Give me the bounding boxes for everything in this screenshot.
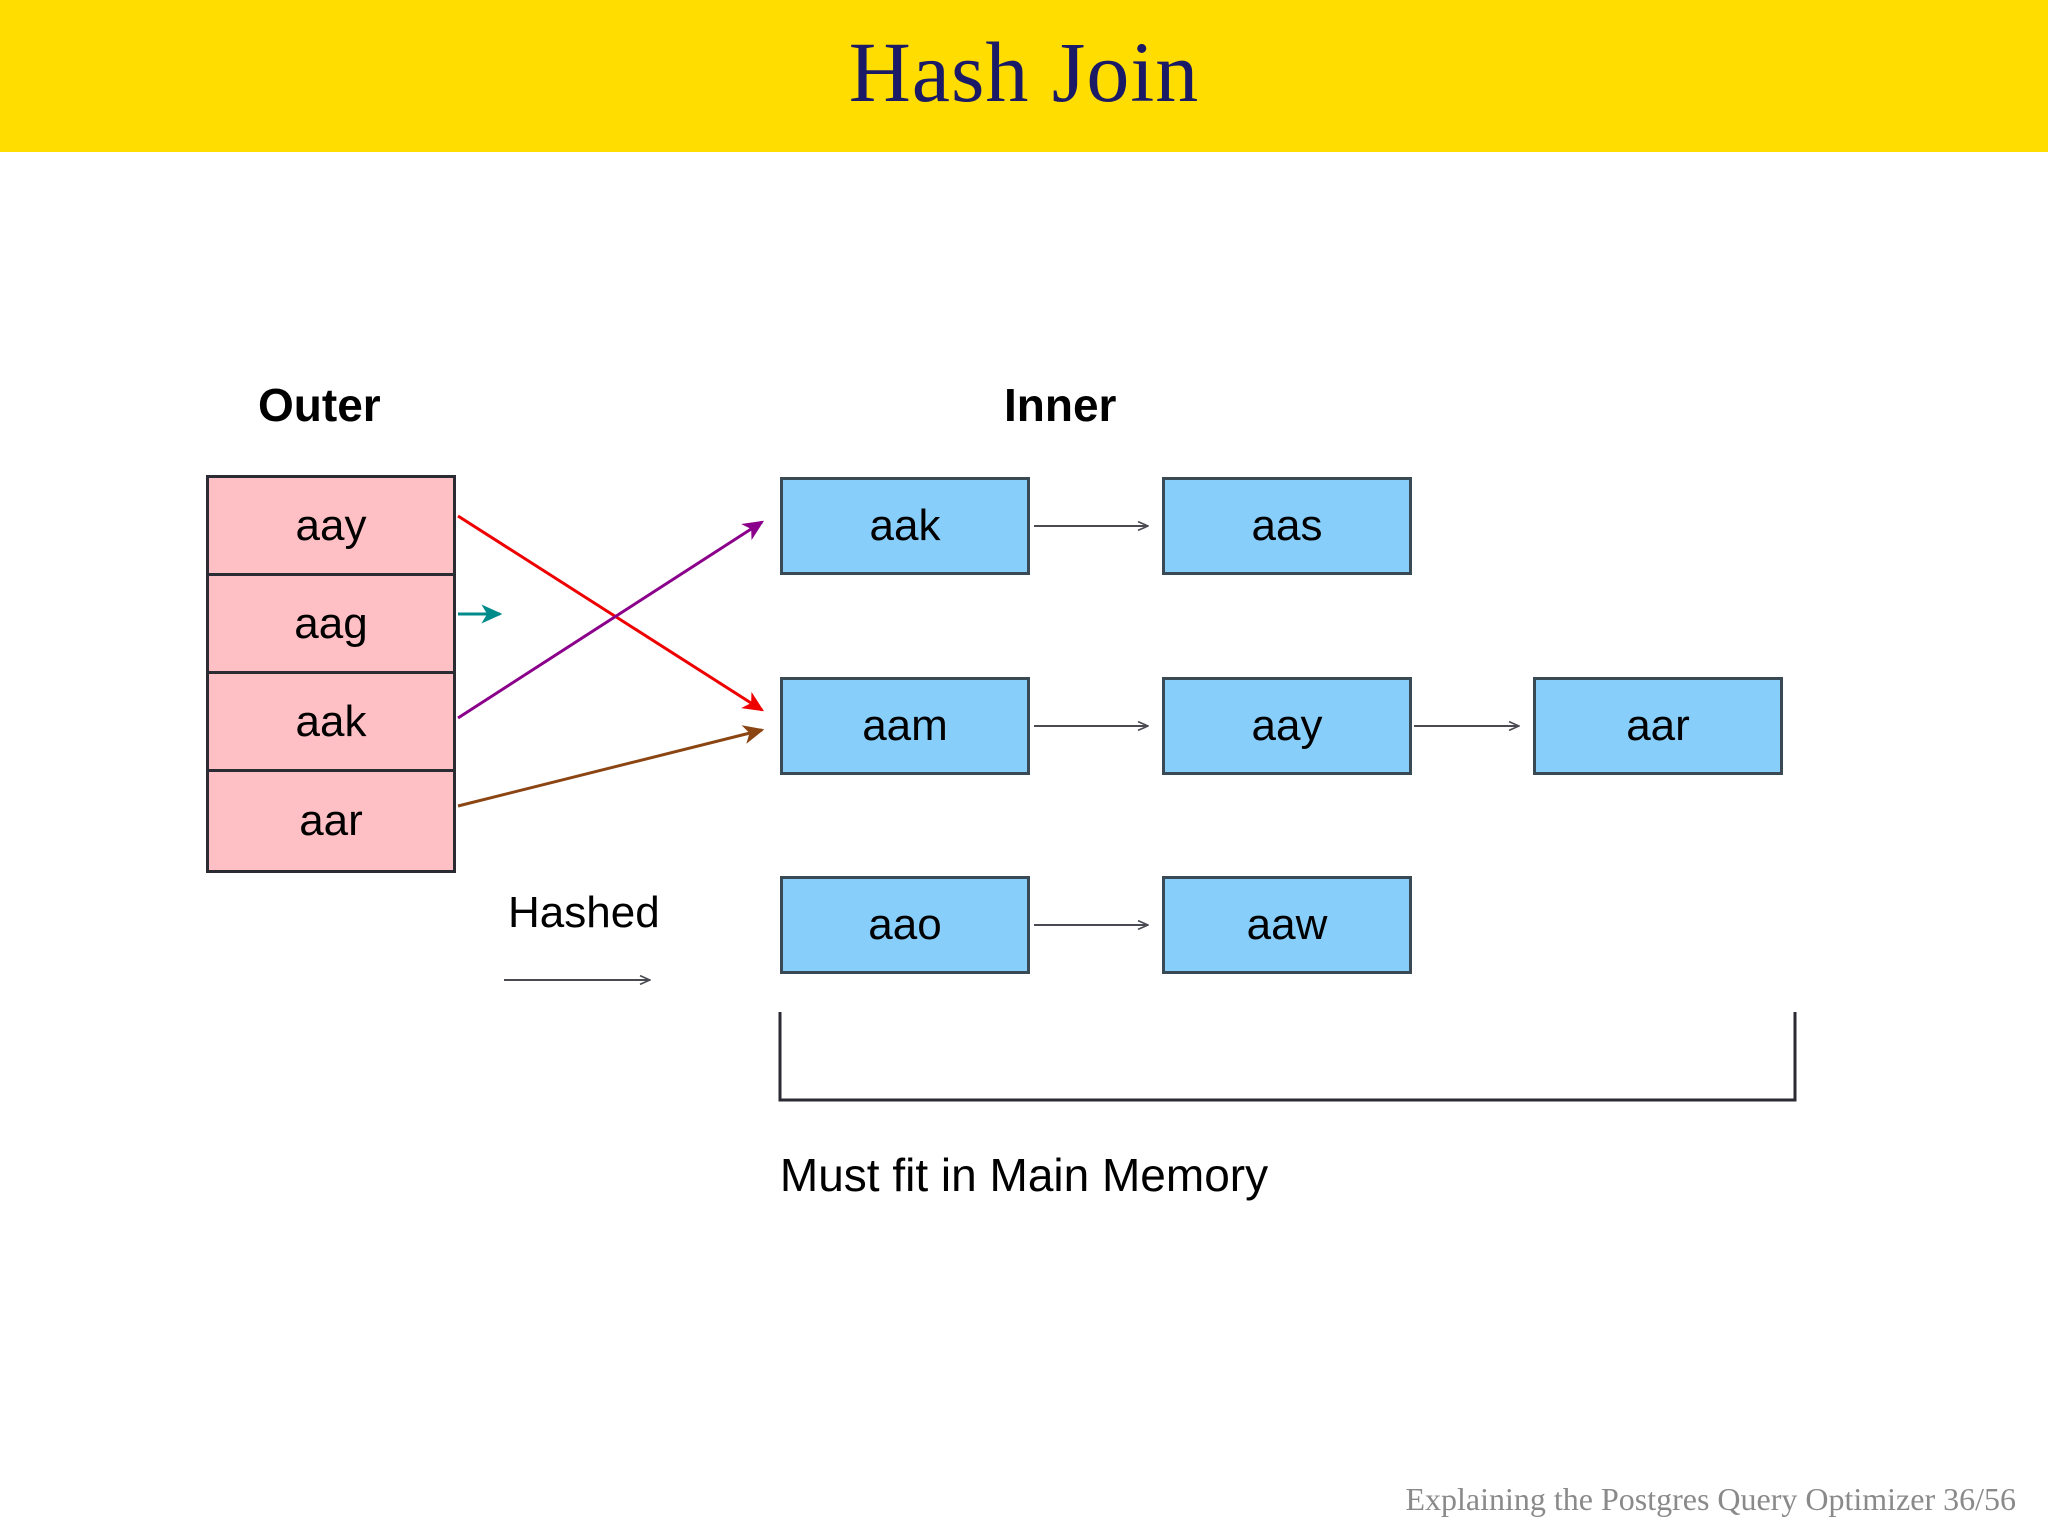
slide-footer: Explaining the Postgres Query Optimizer … [1405,1481,2016,1517]
inner-bucket-1-node-2-label: aar [1626,701,1690,750]
inner-bucket-1-node-0-label: aam [862,701,948,750]
main-memory-bracket [778,1012,1797,1102]
link-aak-to-aak [457,520,765,720]
inner-bucket-0-node-0-label: aak [869,501,941,550]
outer-row-3-label: aar [299,796,363,845]
outer-relation-table: aay aag aak aar [206,475,456,873]
outer-row-3[interactable]: aar [209,772,453,870]
inner-bucket-0-node-1-label: aas [1251,501,1323,550]
inner-bucket-0-node-1[interactable]: aas [1162,477,1412,575]
outer-row-0[interactable]: aay [209,478,453,576]
link-aay-to-aam [457,514,765,712]
title-banner [0,0,2048,152]
inner-bucket-1-node-0[interactable]: aam [780,677,1030,775]
inner-bucket-1-node-2[interactable]: aar [1533,677,1783,775]
inner-bucket-2-node-1[interactable]: aaw [1162,876,1412,974]
outer-row-1[interactable]: aag [209,576,453,674]
outer-row-0-label: aay [295,500,367,550]
inner-bucket-0-node-0[interactable]: aak [780,477,1030,575]
inner-bucket-2-node-0[interactable]: aao [780,876,1030,974]
outer-row-1-label: aag [294,598,368,648]
link-aar-to-aam [457,725,765,808]
inner-bucket-1-node-1[interactable]: aay [1162,677,1412,775]
outer-column-heading: Outer [258,379,381,431]
main-memory-caption: Must fit in Main Memory [779,1149,1269,1201]
inner-column-heading: Inner [1004,379,1117,431]
inner-bucket-2-node-1-label: aaw [1246,900,1328,949]
outer-row-2-label: aak [295,696,367,746]
inner-bucket-1-node-1-label: aay [1251,701,1323,750]
slide-title: Hash Join [848,24,1200,120]
hashed-label: Hashed [508,888,660,937]
inner-bucket-2-node-0-label: aao [868,900,942,949]
outer-row-2[interactable]: aak [209,674,453,772]
